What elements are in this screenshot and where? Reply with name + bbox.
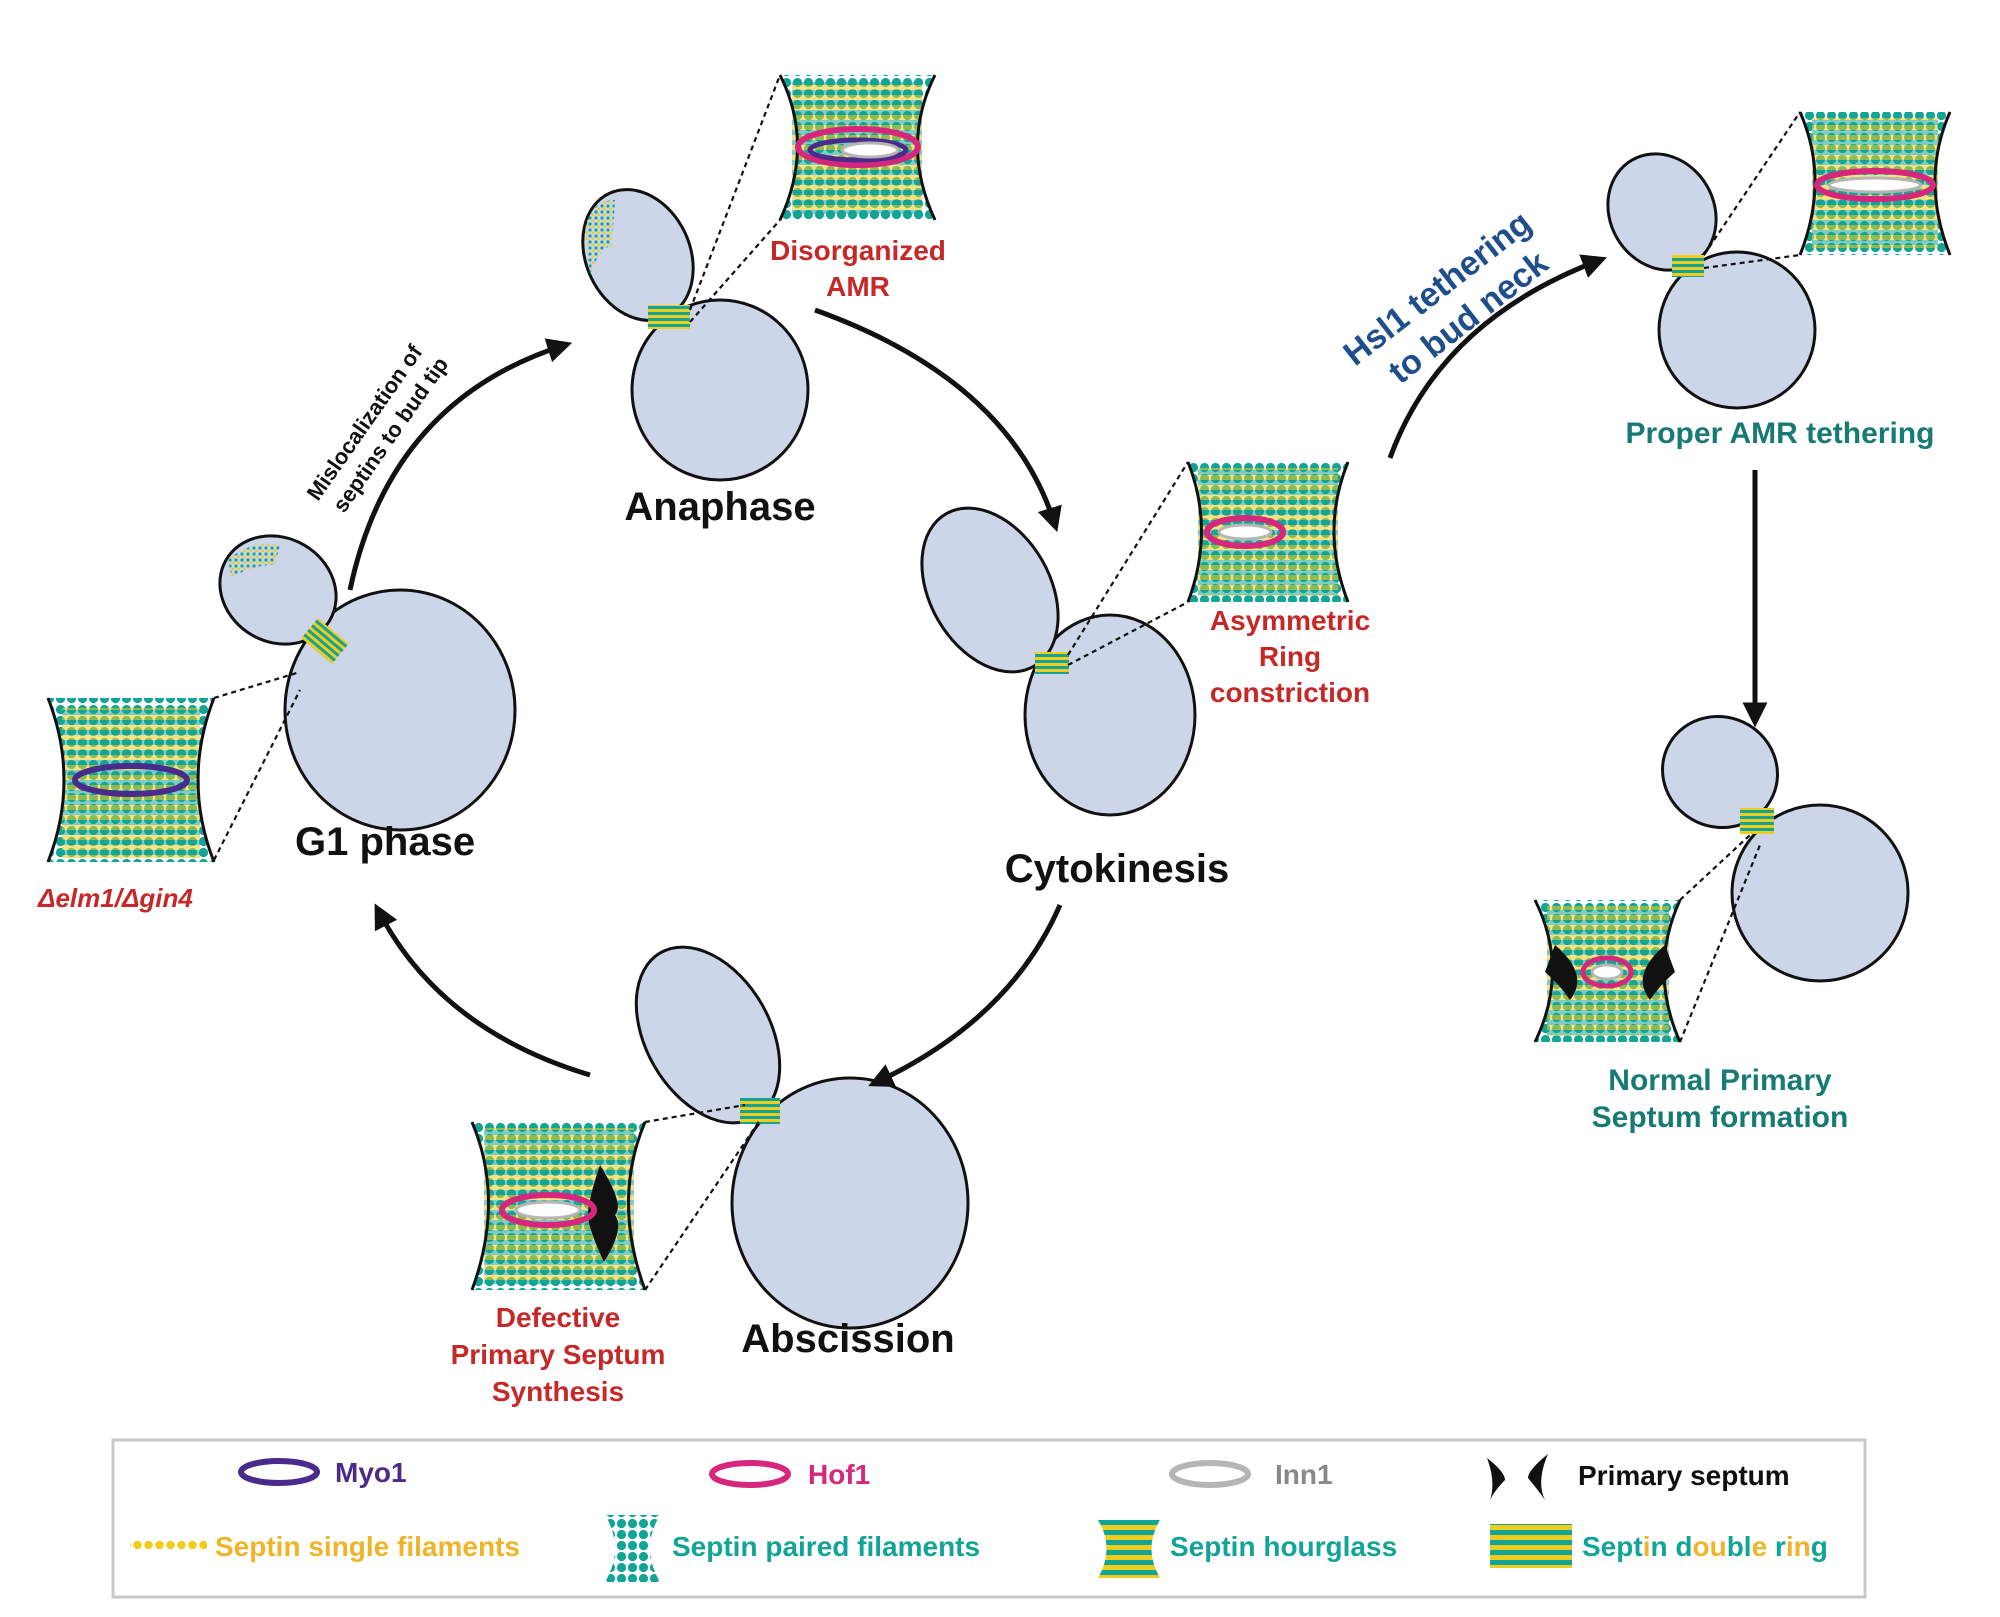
normal-septum-label-2: Septum formation bbox=[1592, 1101, 1849, 1134]
hof1-ring bbox=[1204, 515, 1286, 549]
g1-neck-septins bbox=[301, 618, 349, 664]
legend-septin-hourglass: Septin hourglass bbox=[1170, 1531, 1397, 1562]
asymmetric-label-1: Asymmetric bbox=[1210, 605, 1370, 636]
anaphase-bud-tip-septins bbox=[585, 200, 615, 275]
normal-septum-inset bbox=[1533, 899, 1682, 1043]
myo1-swatch bbox=[238, 1458, 320, 1486]
inn1-ring bbox=[1827, 176, 1923, 194]
cytokinesis-cell bbox=[920, 506, 1197, 817]
legend: Myo1 Hof1 Inn1 Primary septum Septin sin… bbox=[111, 1438, 1867, 1599]
rescue-cell-septum bbox=[1661, 714, 1910, 983]
mutant-label: Δelm1/Δgin4 bbox=[37, 883, 193, 913]
inn1-ring bbox=[840, 141, 900, 159]
legend-septin-double-ring: Septin double ring bbox=[1582, 1531, 1828, 1562]
rescue-neck-septins bbox=[1672, 255, 1704, 277]
normal-septum-label-1: Normal Primary bbox=[1608, 1064, 1832, 1097]
defective-label-3: Synthesis bbox=[492, 1376, 624, 1407]
septum-bud bbox=[1661, 714, 1779, 830]
proper-amr-inset bbox=[1798, 111, 1952, 256]
septum-mother-cell bbox=[1730, 803, 1910, 983]
stage-anaphase-label: Anaphase bbox=[624, 485, 815, 529]
legend-primary-septum: Primary septum bbox=[1578, 1460, 1790, 1491]
legend-hof1: Hof1 bbox=[808, 1459, 870, 1490]
legend-box bbox=[111, 1438, 1867, 1599]
g1-bud-tip-septins bbox=[228, 544, 280, 578]
disorganized-label-2: AMR bbox=[826, 271, 890, 302]
cytokinesis-ring-inset bbox=[1186, 461, 1350, 603]
primary-septum-swatch bbox=[1487, 1454, 1548, 1500]
anaphase-neck-septins bbox=[648, 305, 690, 329]
septin-single-swatch bbox=[130, 1540, 207, 1550]
septum-neck-septins bbox=[1740, 808, 1774, 834]
defective-label-1: Defective bbox=[496, 1302, 621, 1333]
anaphase-mother-cell bbox=[630, 298, 810, 482]
arrow-g1-to-anaphase bbox=[347, 338, 573, 591]
g1-septin-inset bbox=[46, 697, 216, 863]
inn1-ring bbox=[514, 1200, 582, 1220]
stage-cytokinesis-label: Cytokinesis bbox=[1005, 847, 1230, 891]
hof1-ring bbox=[1814, 168, 1936, 202]
asymmetric-label-2: Ring bbox=[1259, 641, 1321, 672]
rescue-mother-cell bbox=[1657, 250, 1817, 410]
abscission-neck-septins bbox=[740, 1098, 780, 1124]
abscission-septum-inset bbox=[470, 1121, 647, 1291]
proper-amr-label: Proper AMR tethering bbox=[1626, 417, 1935, 450]
myo1-ring bbox=[807, 137, 909, 163]
asymmetric-label-3: constriction bbox=[1210, 677, 1370, 708]
inn1-swatch bbox=[1169, 1460, 1251, 1488]
myo1-ring bbox=[72, 763, 190, 797]
legend-septin-paired: Septin paired filaments bbox=[672, 1531, 980, 1562]
arrow-anaphase-to-cytokinesis bbox=[814, 307, 1062, 533]
septin-hourglass-swatch bbox=[1098, 1520, 1160, 1578]
cytokinesis-bud bbox=[920, 506, 1060, 674]
g1-cell bbox=[218, 534, 517, 832]
cytokinesis-neck-septins bbox=[1035, 652, 1069, 674]
hof1-ring bbox=[1580, 955, 1634, 989]
legend-inn1: Inn1 bbox=[1275, 1459, 1333, 1490]
hof1-ring bbox=[499, 1192, 597, 1228]
legend-septin-single: Septin single filaments bbox=[215, 1531, 520, 1562]
inn1-ring bbox=[1590, 963, 1624, 981]
arrow-cytokinesis-to-abscission bbox=[868, 904, 1063, 1087]
stage-g1-label: G1 phase bbox=[295, 820, 475, 864]
septin-double-ring-swatch bbox=[1490, 1524, 1572, 1568]
abscission-cell bbox=[634, 945, 970, 1330]
anaphase-amr-inset bbox=[778, 74, 937, 221]
hof1-ring bbox=[795, 126, 921, 168]
abscission-mother-cell bbox=[730, 1076, 970, 1330]
anaphase-cell bbox=[581, 188, 810, 482]
arrow-abscission-to-g1 bbox=[374, 903, 591, 1078]
hof1-swatch bbox=[709, 1460, 791, 1488]
legend-myo1: Myo1 bbox=[335, 1457, 407, 1488]
rescue-cell-tethering bbox=[1606, 152, 1817, 410]
defective-label-2: Primary Septum bbox=[451, 1339, 666, 1370]
septin-paired-swatch bbox=[605, 1515, 660, 1582]
stage-abscission-label: Abscission bbox=[741, 1317, 954, 1361]
disorganized-label-1: Disorganized bbox=[770, 235, 946, 266]
arrow-cytokinesis-to-rescue bbox=[1387, 254, 1608, 459]
inn1-ring bbox=[1217, 523, 1273, 541]
